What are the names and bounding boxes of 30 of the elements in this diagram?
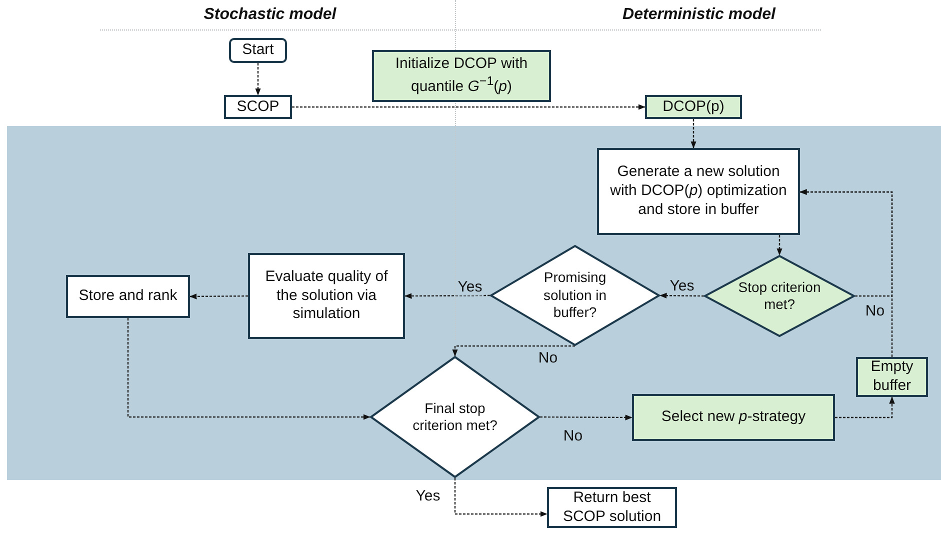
process-box: Select new p-strategy (632, 394, 835, 441)
process-box: Store and rank (66, 275, 190, 318)
process-box: Return best SCOP solution (547, 487, 677, 528)
column-header: Deterministic model (622, 6, 776, 24)
arrow (127, 318, 370, 420)
arrow (452, 345, 576, 356)
arrow (835, 396, 895, 418)
process-box: Evaluate quality of the solution via simulation (248, 253, 405, 339)
start-box: Start (229, 38, 287, 63)
process-box: DCOP(p) (645, 95, 742, 119)
arrow (404, 293, 490, 299)
arrow (660, 292, 704, 298)
loop-region-band (7, 126, 941, 480)
decision-diamond: Final stop criterion met? (370, 356, 540, 478)
arrow (454, 478, 548, 517)
arrow (540, 414, 632, 420)
arrow (292, 104, 646, 110)
column-header: Stochastic model (204, 6, 336, 24)
arrow (800, 189, 893, 357)
process-box: Generate a new solution with DCOP(p) optimization and store in buffer (597, 148, 800, 235)
arrow (255, 63, 261, 96)
arrow (690, 119, 696, 148)
process-box: Empty buffer (856, 357, 928, 397)
process-box: Initialize DCOP with quantile G$^{−1}$(p) (372, 50, 551, 102)
edge-label: Yes (456, 278, 484, 296)
process-box: SCOP (224, 95, 292, 119)
arrow (190, 294, 248, 300)
decision-diamond: Stop criterion met? (704, 255, 855, 337)
arrow (776, 235, 782, 256)
decision-diamond: Promising solution in buffer? (490, 245, 660, 346)
